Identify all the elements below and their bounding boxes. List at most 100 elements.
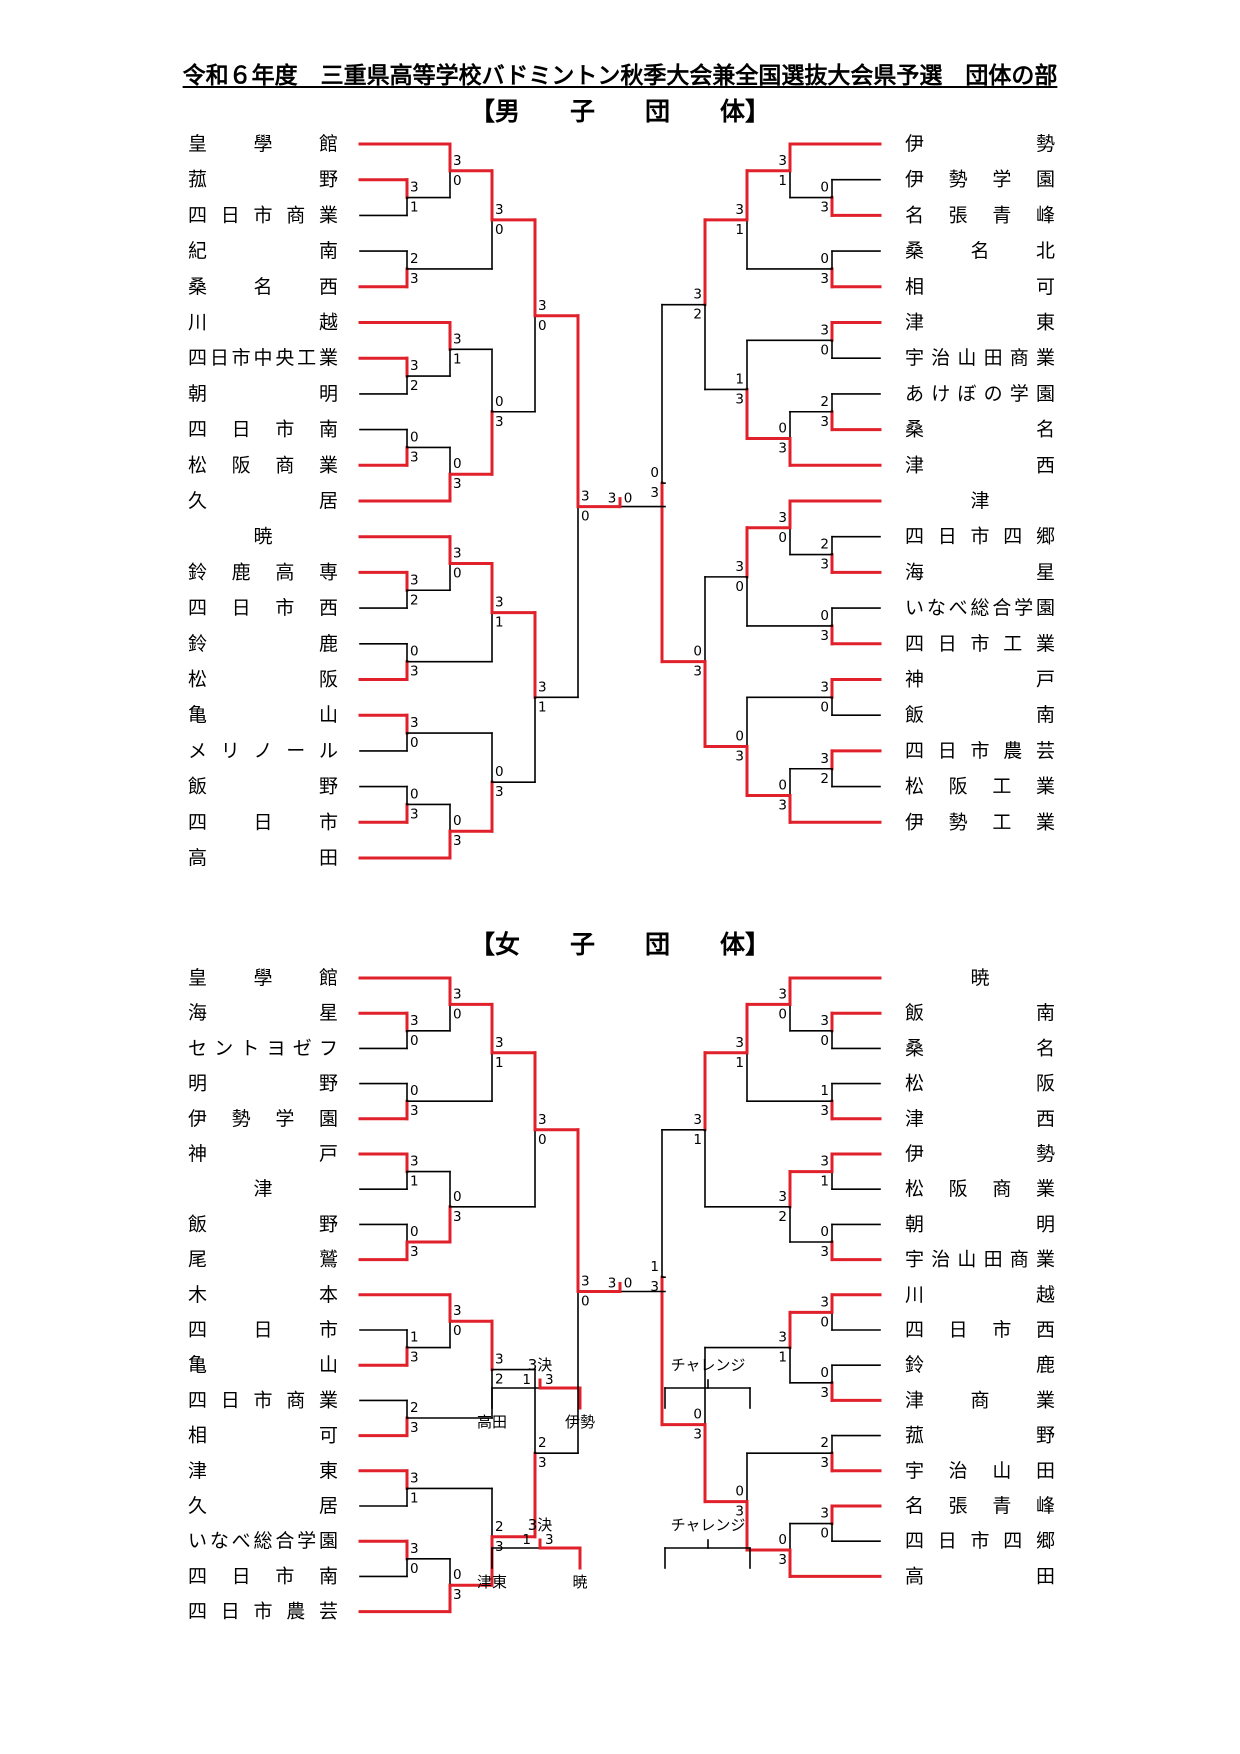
left-team-0-7: 朝明 (188, 383, 338, 405)
right-score-0-1-b: 3 (820, 200, 829, 216)
third-place-score-right-1: 3 (545, 1532, 554, 1548)
left-team-0-19: 四日市 (188, 811, 338, 833)
left-score-1-8-a: 3 (538, 1112, 547, 1128)
challenge-label-0: チャレンジ (671, 1356, 746, 1374)
left-score-0-21-b: 3 (453, 833, 462, 849)
right-score-0-15-a: 3 (735, 559, 744, 575)
right-score-0-5-b: 0 (820, 342, 829, 358)
left-team-0-16: 亀山 (188, 704, 338, 726)
left-score-0-7-b: 1 (453, 351, 462, 367)
right-score-0-8-b: 3 (778, 441, 787, 457)
left-team-0-11: 暁 (253, 526, 272, 548)
right-team-1-9: 川越 (905, 1284, 1055, 1306)
final-score-left-1: 3 (608, 1276, 617, 1292)
left-score-0-7-a: 3 (453, 331, 462, 347)
left-score-0-4-a: 3 (495, 202, 504, 218)
right-score-0-14-a: 0 (820, 608, 829, 624)
right-score-1-5-a: 3 (820, 1154, 829, 1170)
right-score-1-18-b: 3 (650, 1279, 659, 1295)
right-team-1-4: 津西 (905, 1108, 1055, 1130)
right-team-0-1: 伊勢学園 (905, 169, 1055, 191)
right-team-1-10: 四日市西 (905, 1319, 1055, 1341)
right-score-0-20-b: 3 (735, 748, 744, 764)
left-score-1-17-a: 0 (453, 1567, 462, 1583)
left-score-1-3-b: 3 (410, 1103, 419, 1119)
left-score-1-1-b: 0 (410, 1033, 419, 1049)
right-score-0-12-b: 3 (820, 557, 829, 573)
left-team-0-10: 久居 (188, 490, 338, 512)
right-score-0-6-b: 3 (820, 414, 829, 430)
right-score-1-9-a: 3 (820, 1294, 829, 1310)
right-score-1-16-b: 3 (735, 1504, 744, 1520)
left-team-1-18: 四日市農芸 (188, 1601, 338, 1623)
left-score-1-7-b: 3 (453, 1209, 462, 1225)
third-place-team-left-1: 津東 (477, 1573, 507, 1591)
right-score-0-22-b: 3 (650, 485, 659, 501)
challenge-label-1: チャレンジ (671, 1516, 746, 1534)
right-score-0-10-a: 3 (693, 287, 702, 303)
right-score-1-8-a: 3 (693, 1112, 702, 1128)
left-score-1-8-b: 0 (538, 1132, 547, 1148)
right-team-1-8: 宇治山田商業 (905, 1249, 1055, 1271)
left-team-1-14: 津東 (188, 1460, 338, 1482)
right-team-1-12: 津商業 (905, 1389, 1055, 1411)
left-score-0-18-a: 3 (410, 715, 419, 731)
right-team-0-16: 飯南 (905, 704, 1055, 726)
left-score-0-10-a: 0 (453, 456, 462, 472)
left-score-1-12-a: 2 (410, 1400, 419, 1416)
third-place-score-right-0: 3 (545, 1372, 554, 1388)
left-score-0-24-a: 3 (581, 489, 590, 505)
left-score-1-6-b: 3 (410, 1244, 419, 1260)
left-score-0-16-a: 0 (410, 644, 419, 660)
right-team-0-6: 宇治山田商業 (905, 347, 1055, 369)
left-score-0-11-b: 3 (495, 414, 504, 430)
left-score-0-18-b: 0 (410, 735, 419, 751)
left-score-1-5-a: 3 (410, 1154, 419, 1170)
right-team-0-5: 津東 (905, 312, 1055, 334)
page-title: 令和６年度 三重県高等学校バドミントン秋季大会兼全国選抜大会県予選 団体の部 (0, 56, 1240, 90)
right-score-0-22-a: 0 (650, 465, 659, 481)
third-place-team-right-0: 伊勢 (565, 1413, 595, 1431)
right-score-1-9-b: 0 (820, 1314, 829, 1330)
left-team-0-15: 松阪 (188, 669, 338, 691)
left-team-0-9: 松阪商業 (188, 454, 338, 476)
left-score-1-11-a: 3 (453, 1303, 462, 1319)
left-score-0-2-b: 0 (453, 173, 462, 189)
right-score-1-16-a: 0 (735, 1484, 744, 1500)
left-score-0-2-a: 3 (453, 153, 462, 169)
left-team-1-10: 四日市 (188, 1319, 338, 1341)
right-team-1-13: 菰野 (905, 1425, 1055, 1447)
right-score-1-15-a: 0 (778, 1532, 787, 1548)
right-team-0-0: 伊勢 (905, 133, 1055, 155)
left-score-0-19-a: 0 (410, 786, 419, 802)
right-team-0-15: 神戸 (905, 669, 1055, 691)
right-score-0-19-b: 3 (778, 798, 787, 814)
third-place-team-right-1: 暁 (572, 1573, 587, 1591)
left-score-0-8-b: 3 (410, 449, 419, 465)
left-score-1-4-a: 3 (495, 1035, 504, 1051)
right-score-1-17-b: 3 (693, 1427, 702, 1443)
left-score-0-3-b: 3 (410, 271, 419, 287)
right-score-1-3-a: 1 (820, 1083, 829, 1099)
left-score-0-6-b: 2 (410, 378, 419, 394)
left-score-1-12-b: 3 (410, 1420, 419, 1436)
final-score-right-0: 0 (624, 491, 633, 507)
left-score-0-6-a: 3 (410, 358, 419, 374)
right-score-1-4-a: 3 (735, 1035, 744, 1051)
left-score-0-12-a: 3 (538, 298, 547, 314)
left-score-1-14-a: 3 (410, 1470, 419, 1486)
right-score-1-11-b: 1 (778, 1350, 787, 1366)
right-score-1-1-b: 0 (820, 1033, 829, 1049)
left-score-1-14-b: 1 (410, 1490, 419, 1506)
left-team-0-6: 四日市中央工業 (188, 347, 338, 369)
right-score-1-8-b: 1 (693, 1132, 702, 1148)
left-team-0-20: 高田 (188, 847, 338, 869)
right-score-0-9-b: 3 (735, 391, 744, 407)
right-score-0-19-a: 0 (778, 778, 787, 794)
left-team-0-2: 四日市商業 (188, 204, 338, 226)
right-score-1-12-a: 2 (820, 1435, 829, 1451)
right-score-1-5-b: 1 (820, 1174, 829, 1190)
right-score-0-9-a: 1 (735, 371, 744, 387)
right-team-0-3: 桑名北 (905, 240, 1055, 262)
